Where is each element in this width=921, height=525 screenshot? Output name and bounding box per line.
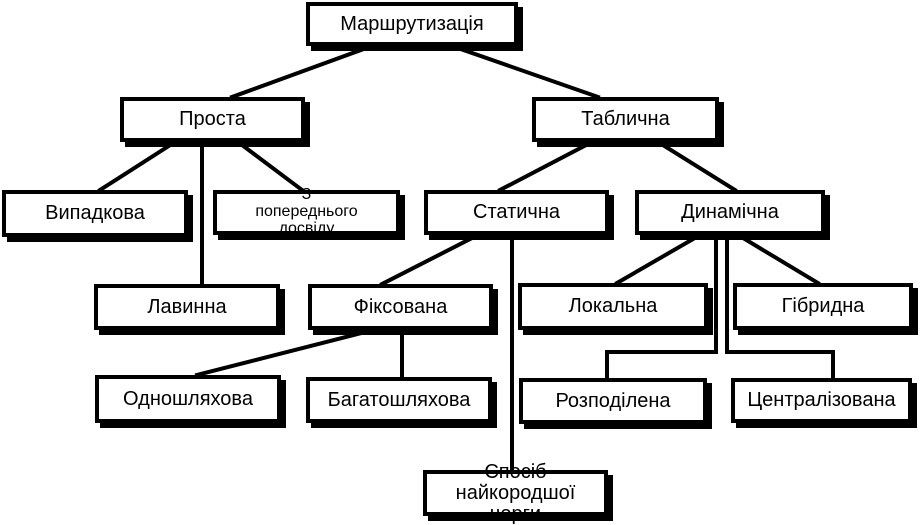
node-hybrid: Гібридна: [733, 283, 913, 330]
node-past-experience-label: З попереднього досвіду: [255, 186, 358, 237]
edge-root-table: [449, 43, 601, 100]
node-hybrid-label: Гібридна: [781, 295, 865, 317]
node-static: Статична: [424, 190, 609, 235]
edge-dynamic-distributed: [605, 233, 718, 380]
node-past-experience: З попереднього досвіду: [213, 186, 400, 237]
node-centralized-label: Централізована: [747, 389, 896, 411]
node-avalanche: Лавинна: [94, 284, 280, 330]
node-routing-label: Маршрутизація: [340, 12, 484, 35]
edge-simple-past: [235, 139, 305, 193]
node-routing: Маршрутизація: [306, 2, 518, 46]
node-random: Випадкова: [2, 190, 188, 237]
node-fixed-label: Фіксована: [353, 295, 448, 318]
node-dynamic-label: Динамічна: [681, 201, 779, 223]
edge-root-simple: [229, 43, 375, 100]
node-shortest-queue: Спосіб найкородшої черги: [423, 461, 608, 524]
edge-table-static: [497, 139, 595, 193]
edge-dynamic-hybrid: [735, 232, 821, 286]
node-fixed: Фіксована: [308, 284, 493, 330]
node-single-path-label: Одношляхова: [123, 387, 253, 410]
node-shortest-queue-label: Спосіб найкородшої черги: [455, 460, 576, 525]
edge-static-fixed: [379, 232, 481, 287]
edge-dynamic-local: [614, 232, 703, 286]
node-distributed-label: Розподілена: [555, 389, 671, 412]
node-local: Локальна: [518, 283, 708, 330]
node-random-label: Випадкова: [45, 202, 145, 224]
node-centralized: Централізована: [731, 378, 912, 423]
node-avalanche-label: Лавинна: [147, 295, 227, 318]
edge-fixed-single-path: [194, 327, 376, 378]
node-table-label: Таблична: [581, 108, 670, 130]
node-table: Таблична: [532, 97, 719, 142]
node-dynamic: Динамічна: [635, 190, 825, 235]
edge-table-dynamic: [655, 139, 738, 193]
node-simple-label: Проста: [179, 108, 246, 130]
edge-dynamic-centralized: [725, 233, 835, 380]
node-local-label: Локальна: [568, 295, 658, 317]
node-single-path: Одношляхова: [95, 375, 281, 423]
node-multi-path: Багатошляхова: [306, 377, 492, 423]
node-static-label: Статична: [473, 201, 560, 223]
edge-simple-random: [97, 139, 178, 193]
node-multi-path-label: Багатошляхова: [327, 388, 471, 411]
node-distributed: Розподілена: [519, 378, 707, 424]
node-simple: Проста: [120, 97, 305, 142]
